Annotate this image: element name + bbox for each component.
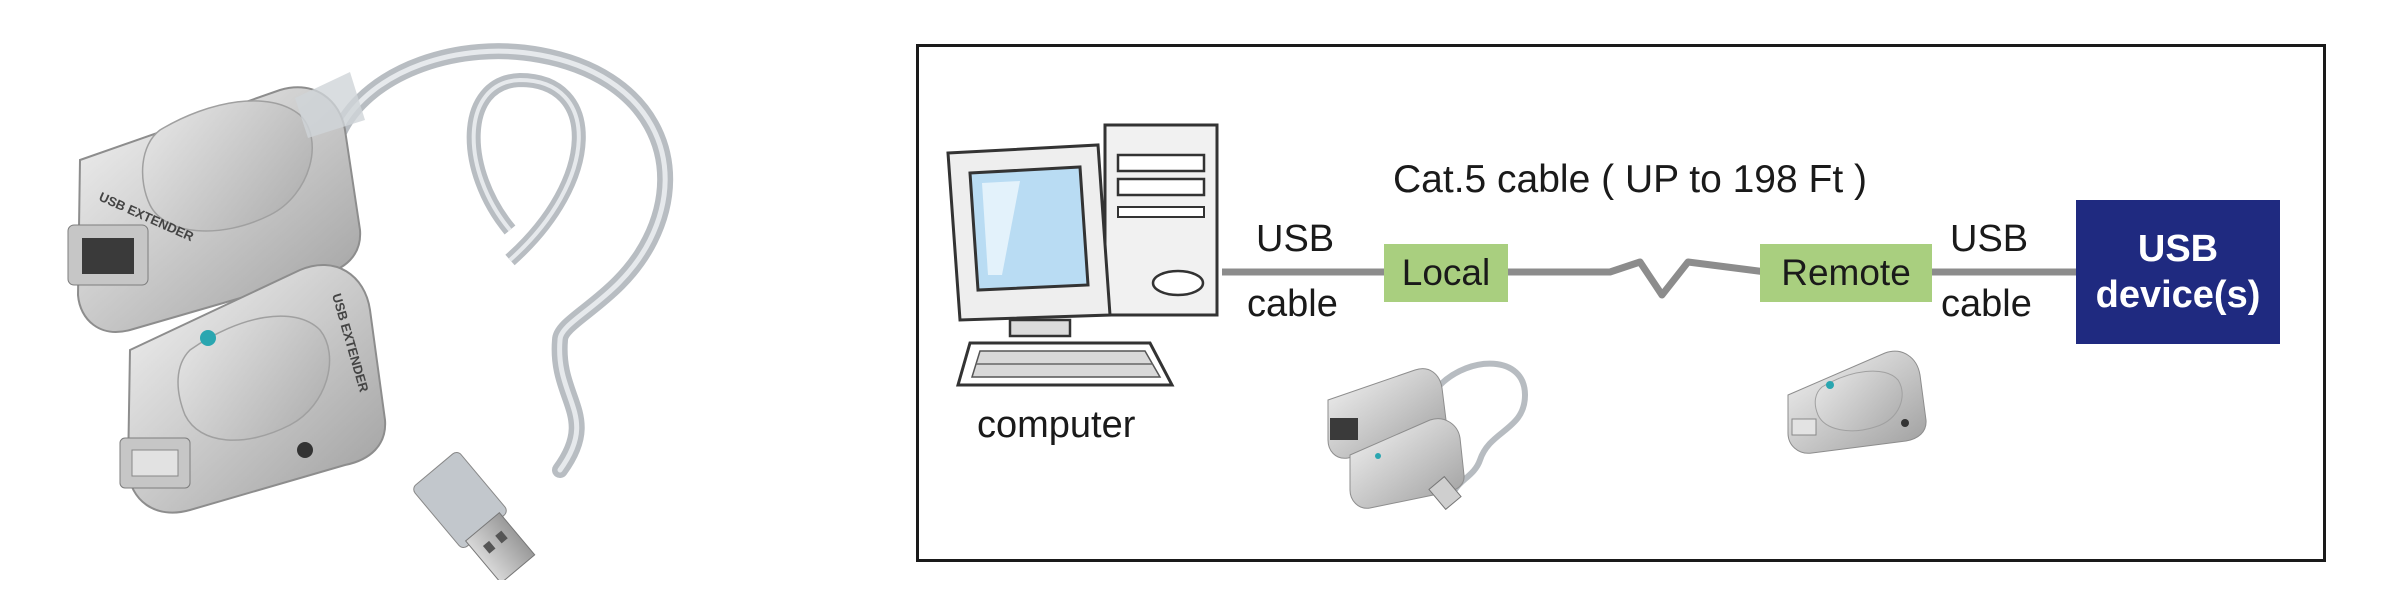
remote-unit-box: Remote — [1760, 244, 1932, 302]
usb-cable-left-label-1: USB — [1256, 218, 1335, 260]
usb-cable-left-label-2: cable — [1247, 283, 1338, 325]
remote-unit-photo: USB EXTENDER — [119, 264, 387, 514]
computer-label: computer — [977, 404, 1136, 446]
remote-unit-thumbnail — [1787, 350, 1927, 454]
local-kit-thumbnail — [1327, 360, 1529, 510]
computer-icon — [946, 123, 1219, 387]
local-unit-box: Local — [1384, 244, 1508, 302]
local-unit-photo: USB EXTENDER — [67, 72, 365, 333]
usb-device-label-2: device(s) — [2095, 274, 2261, 316]
usb-cable-right-label-2: cable — [1941, 283, 2032, 325]
usb-cable-right-label-1: USB — [1950, 218, 2029, 260]
usb-device-label-1: USB — [2137, 228, 2219, 270]
usb-plug-photo — [413, 452, 536, 580]
cat5-cable-label: Cat.5 cable ( UP to 198 Ft ) — [1393, 158, 1867, 201]
product-photo: USB EXTENDER USB EXTENDER — [67, 43, 674, 580]
cat5-cable — [1505, 258, 1770, 299]
usb-device-box: USB device(s) — [2076, 200, 2280, 344]
